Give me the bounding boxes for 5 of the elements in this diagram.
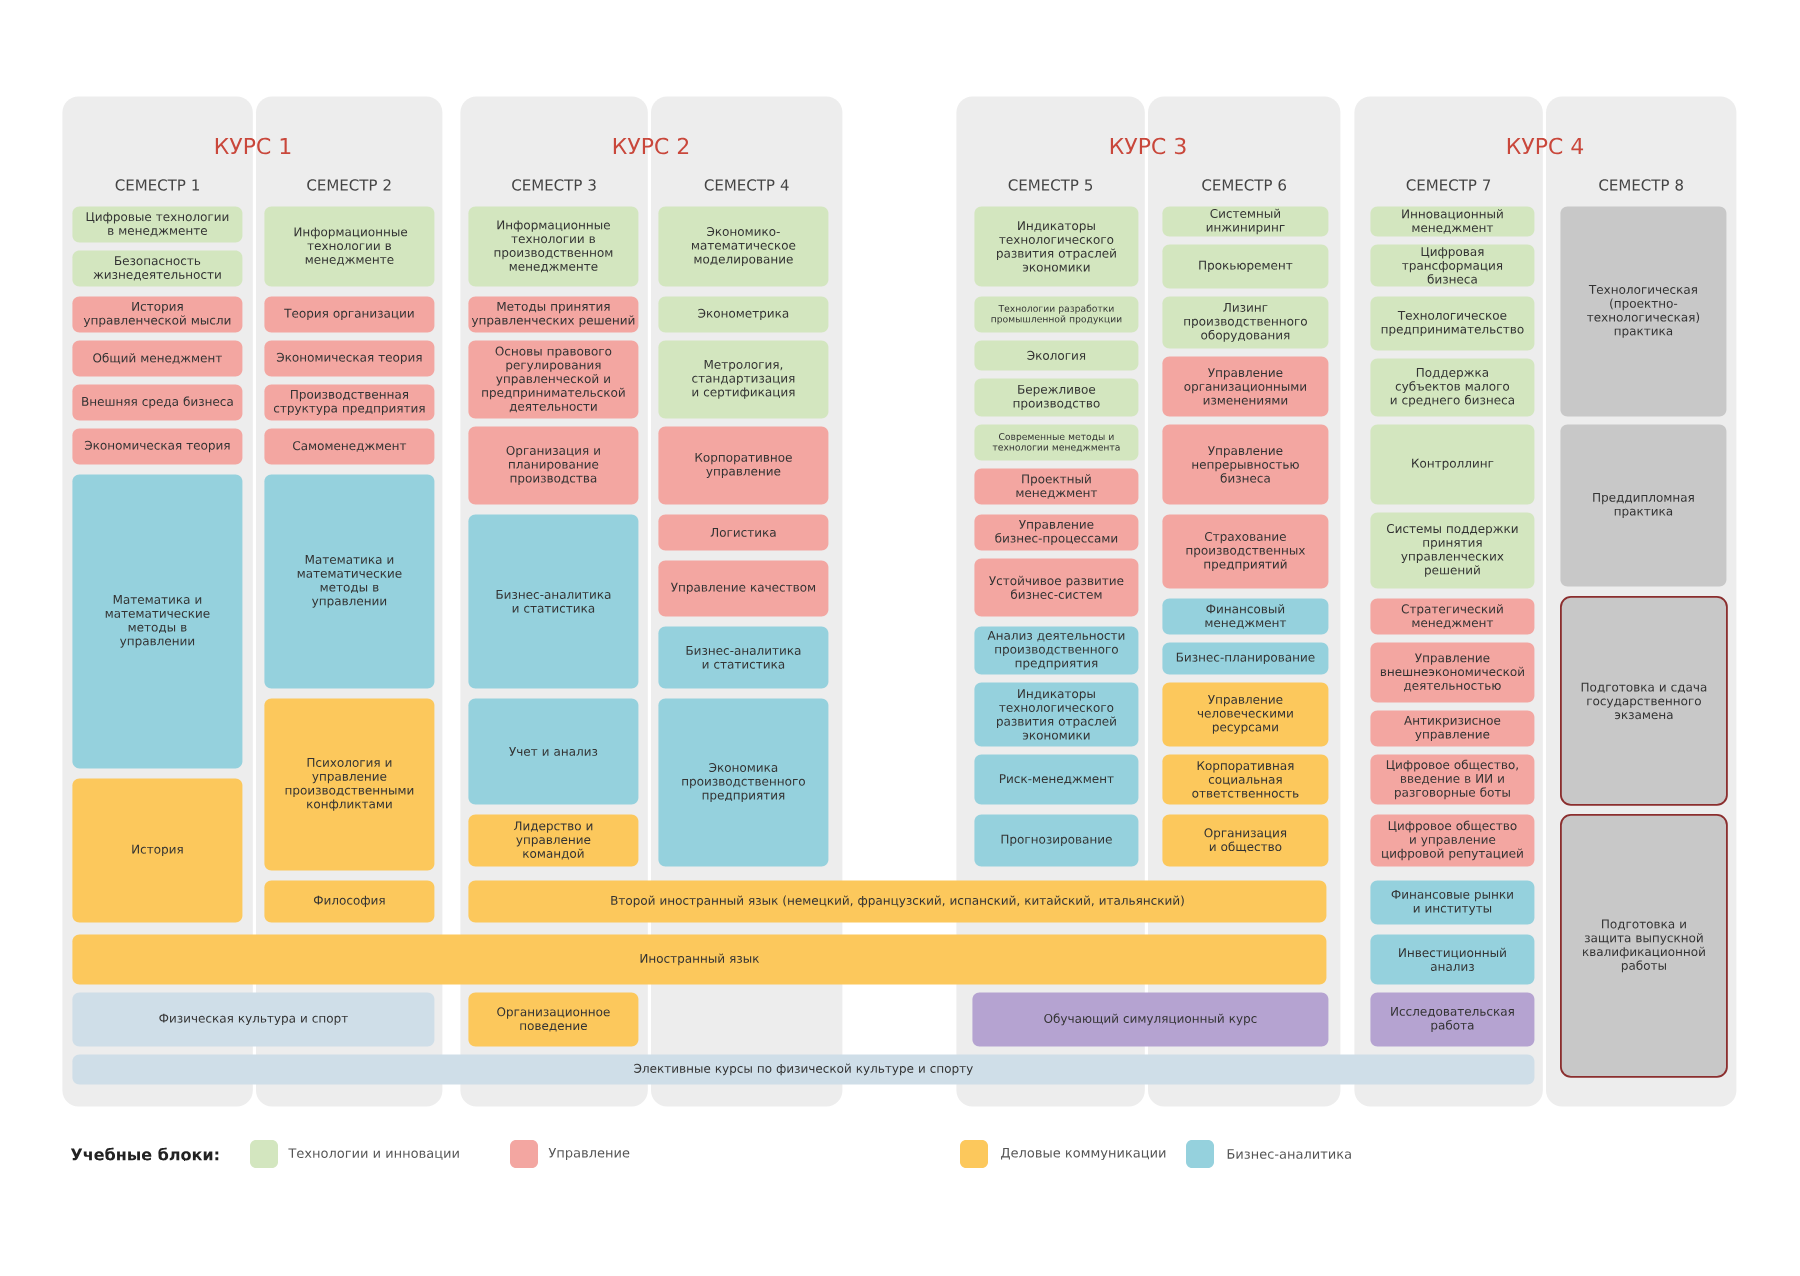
legend-title: Учебные блоки:	[70, 1147, 219, 1161]
course-heading: КУРС 4	[1507, 137, 1584, 155]
course-heading: КУРС 3	[1110, 137, 1186, 155]
course-heading: КУРС 1	[215, 137, 291, 155]
course-heading: КУРС 2	[613, 137, 689, 155]
